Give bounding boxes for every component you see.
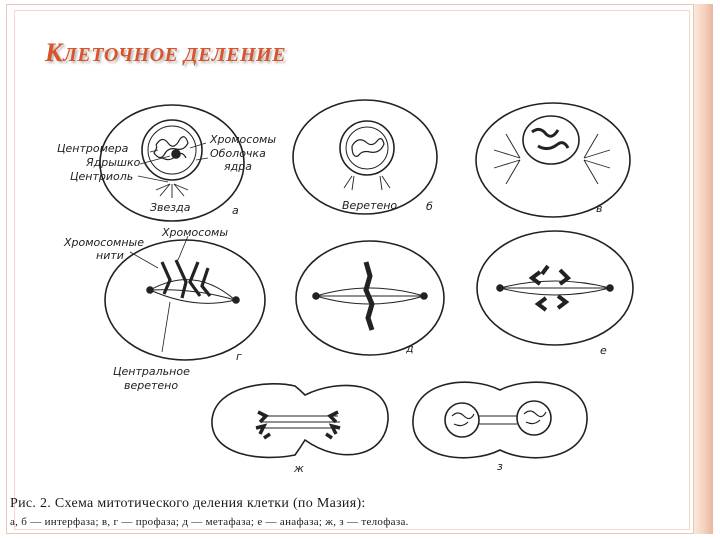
- slide-title-initial: К: [45, 38, 64, 67]
- figure-caption-legend: а, б — интерфаза; в, г — профаза; д — ме…: [10, 516, 409, 528]
- cell-v-nucleus: [522, 115, 580, 165]
- cell-e-centriole-left: [496, 284, 504, 292]
- cell-z-nucleus-left: [444, 402, 480, 438]
- panel-letter-b: б: [426, 200, 433, 213]
- cell-v-outline: [475, 102, 631, 218]
- cell-a-chromatin: [153, 136, 189, 161]
- label-nuclear-envelope-2: ядра: [224, 160, 252, 173]
- panel-letter-d: д: [405, 342, 414, 355]
- slide-side-decoration: [693, 4, 713, 534]
- cell-zh-chromosomes-right: [325, 410, 341, 440]
- cell-b-outline: [292, 99, 438, 215]
- cell-a-outline: [99, 104, 245, 222]
- cell-b-nucleus-inner: [345, 126, 389, 170]
- panel-letter-zh: ж: [293, 462, 304, 475]
- label-chromosome-threads-2: нити: [96, 249, 124, 262]
- label-chromosomes-2: Хромосомы: [161, 226, 228, 239]
- label-centriole: Центриоль: [70, 170, 133, 183]
- label-aster: Звезда: [150, 201, 191, 214]
- cell-a-aster: [155, 183, 189, 198]
- cell-e-spindle: [499, 280, 611, 296]
- cell-a-nucleolus: [171, 149, 181, 159]
- label-nuclear-envelope-1: Оболочка: [210, 147, 266, 160]
- figure-caption-title: Рис. 2. Схема митотического деления клет…: [10, 496, 366, 511]
- cell-g-outline: [104, 239, 266, 361]
- panel-letter-g: г: [236, 350, 242, 363]
- cell-z-nucleus-right: [516, 400, 552, 436]
- label-central-spindle-2: веретено: [124, 379, 178, 392]
- cell-e-chromosomes: [528, 264, 572, 312]
- cell-b-nucleus: [339, 120, 395, 176]
- cell-z-midbody: [479, 415, 517, 425]
- label-chromosome-threads-1: Хромосомные: [63, 236, 144, 249]
- cell-d-metaphase-plate: [363, 261, 375, 331]
- label-leader-lines: [129, 142, 209, 353]
- cell-e-centriole-right: [606, 284, 614, 292]
- label-centromere: Центромера: [57, 142, 129, 155]
- panel-letter-z: з: [497, 460, 503, 473]
- label-chromosomes: Хромосомы: [209, 133, 276, 146]
- cell-a-nucleus-inner: [147, 125, 197, 175]
- cell-b-centrioles: [343, 175, 391, 191]
- cell-zh-chromosomes-left: [255, 410, 271, 440]
- label-spindle: Веретено: [342, 199, 397, 212]
- cell-zh-outline: [211, 383, 389, 459]
- slide-title-rest: ЛЕТОЧНОЕ ДЕЛЕНИЕ: [63, 44, 286, 66]
- panel-letter-v: в: [596, 202, 602, 215]
- cell-d-outline: [295, 240, 445, 356]
- cell-zh-spindle: [260, 415, 340, 429]
- cell-d-centriole-right: [420, 292, 428, 300]
- cell-v-chromosomes: [531, 127, 570, 151]
- cell-g-spindle: [149, 279, 236, 304]
- cell-g-chromosomes: [160, 259, 212, 299]
- panel-letter-a: а: [232, 204, 239, 217]
- cell-e-outline: [476, 230, 634, 346]
- cell-a-nucleus: [141, 119, 203, 181]
- cell-b-chromatin: [351, 138, 385, 157]
- cell-g-centriole-right: [232, 296, 240, 304]
- cell-v-asters: [493, 133, 611, 185]
- slide-title: КЛЕТОЧНОЕ ДЕЛЕНИЕ: [45, 38, 286, 68]
- label-nucleolus: Ядрышко: [85, 156, 141, 169]
- label-central-spindle-1: Центральное: [113, 365, 190, 378]
- panel-letter-e: е: [600, 344, 607, 357]
- cell-g-centriole-left: [146, 286, 154, 294]
- cell-d-centriole-left: [312, 292, 320, 300]
- cell-z-outline: [412, 381, 588, 459]
- cell-z-chromatin: [451, 410, 547, 427]
- slide-inner-frame: [14, 10, 690, 530]
